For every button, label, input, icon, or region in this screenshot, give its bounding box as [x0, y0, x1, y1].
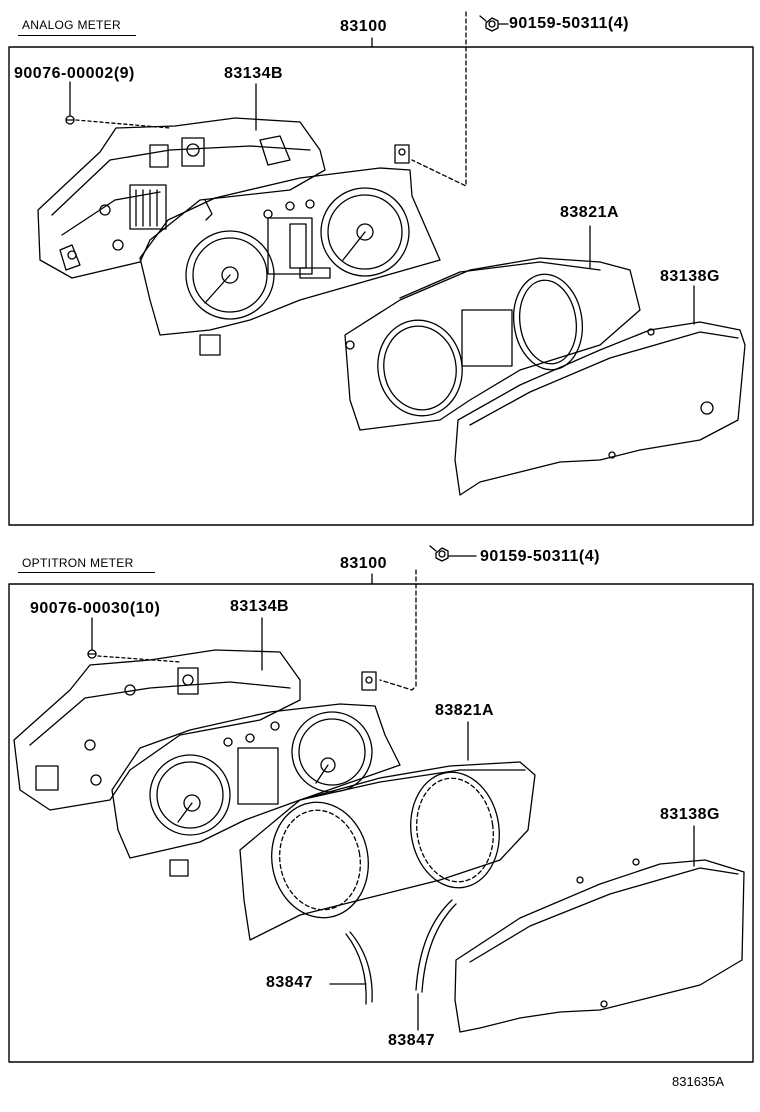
- part-number-window: 83138G: [660, 268, 720, 285]
- part-number-case: 83134B: [224, 65, 284, 82]
- part-number-assembly: 83100: [340, 555, 387, 572]
- part-number-assembly: 83100: [340, 18, 387, 35]
- meter-window: [454, 858, 745, 1033]
- lens-left: [345, 931, 373, 1005]
- lens-right: [415, 899, 457, 993]
- part-number-glass-frame: 83821A: [560, 204, 620, 221]
- part-number-bolt: 90159-50311(4): [480, 548, 600, 565]
- screw-icon: [87, 649, 97, 659]
- optitron-panel-frame: [8, 583, 754, 1063]
- glass-frame: [344, 257, 641, 431]
- analog-label-underline: [18, 35, 136, 36]
- analog-dial-plate: [139, 144, 441, 356]
- meter-case: [37, 117, 326, 279]
- part-number-screw: 90076-00002(9): [14, 65, 135, 82]
- part-number-case: 83134B: [230, 598, 290, 615]
- optitron-label-underline: [18, 572, 155, 573]
- optitron-dial-plate: [111, 671, 401, 877]
- drawing-number: 831635A: [672, 1074, 725, 1089]
- meter-case: [13, 649, 301, 811]
- part-number-lens-left: 83847: [266, 974, 313, 991]
- part-number-window: 83138G: [660, 806, 720, 823]
- analog-meter-label: ANALOG METER: [22, 18, 121, 32]
- glass-frame: [239, 761, 536, 941]
- screw-icon: [65, 115, 75, 125]
- part-number-lens-right: 83847: [388, 1032, 435, 1049]
- part-number-bolt: 90159-50311(4): [509, 15, 629, 32]
- optitron-meter-label: OPTITRON METER: [22, 556, 134, 570]
- part-number-screw: 90076-00030(10): [30, 600, 161, 617]
- analog-panel-frame: [8, 46, 754, 526]
- bolt-icon: [429, 545, 449, 562]
- part-number-glass-frame: 83821A: [435, 702, 495, 719]
- meter-window: [454, 321, 746, 496]
- bolt-icon: [479, 15, 499, 32]
